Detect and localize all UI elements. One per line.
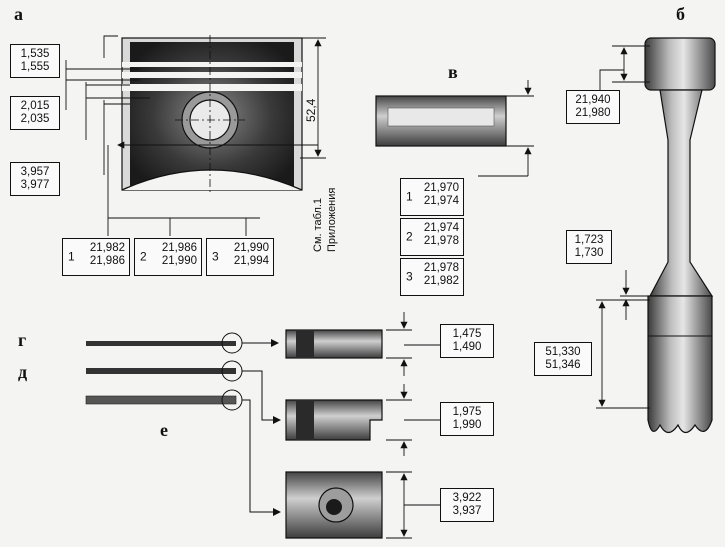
piston-height-label: 52,4 [304, 98, 318, 122]
reference-note-line1: См. табл.1 [312, 197, 324, 252]
piston-drawing [65, 35, 326, 236]
reference-note-line2: Приложения [326, 187, 338, 252]
pin-bore-class-1-min: 21,982 [89, 242, 125, 254]
big-end-bore-min: 51,330 [545, 346, 581, 358]
big-end-bore-box: 51,330 51,346 [534, 342, 592, 376]
panel-label-b: б [676, 4, 685, 24]
pin-class-1-max: 21,974 [423, 195, 459, 207]
big-end-width-min: 1,723 [574, 234, 604, 246]
pin-bore-class-1-max: 21,986 [89, 255, 125, 267]
pin-class-2-number: 2 [406, 229, 413, 244]
ring-groove-1-box: 1,535 1,555 [10, 44, 60, 78]
pin-bore-class-1-number: 1 [68, 249, 75, 264]
big-end-width-box: 1,723 1,730 [566, 230, 612, 264]
ring-e-max: 3,937 [452, 505, 482, 517]
ring-g-box: 1,475 1,490 [440, 324, 494, 358]
ring-e-box: 3,922 3,937 [440, 488, 494, 522]
ring-groove-3-box: 3,957 3,977 [10, 162, 60, 196]
ring-e-min: 3,922 [452, 492, 482, 504]
ring-g-min: 1,475 [452, 328, 482, 340]
ring-groove-1-max: 1,555 [20, 61, 50, 73]
ring-g-max: 1,490 [452, 341, 482, 353]
pin-class-3-number: 3 [406, 269, 413, 284]
small-end-bore-box: 21,940 21,980 [566, 90, 620, 124]
ring-groove-3-max: 3,977 [20, 179, 50, 191]
ring-groove-2-max: 2,035 [20, 113, 50, 125]
pin-drawing [375, 80, 534, 177]
pin-class-1-number: 1 [406, 189, 413, 204]
big-end-bore-max: 51,346 [545, 359, 581, 371]
pin-class-3-max: 21,982 [423, 275, 459, 287]
panel-label-v: в [448, 62, 458, 82]
pin-class-2-min: 21,974 [423, 222, 459, 234]
pin-class-3-min: 21,978 [423, 262, 459, 274]
small-end-bore-min: 21,940 [575, 94, 611, 106]
pin-bore-class-3-min: 21,990 [233, 242, 269, 254]
big-end-width-max: 1,730 [574, 247, 604, 259]
ring-groove-2-box: 2,015 2,035 [10, 96, 60, 130]
ring-d-min: 1,975 [452, 406, 482, 418]
small-end-bore-max: 21,980 [575, 107, 611, 119]
ring-d-box: 1,975 1,990 [440, 402, 494, 436]
ring-d-max: 1,990 [452, 419, 482, 431]
pin-bore-class-2-max: 21,990 [161, 255, 197, 267]
pin-class-2-max: 21,978 [423, 235, 459, 247]
ring-groove-1-min: 1,535 [20, 48, 50, 60]
pin-bore-class-2-number: 2 [140, 249, 147, 264]
pin-bore-class-2-min: 21,986 [161, 242, 197, 254]
panel-label-a: а [14, 4, 23, 24]
panel-label-g: г [18, 330, 27, 350]
panel-label-e: е [160, 420, 168, 440]
pin-bore-class-3-number: 3 [212, 249, 219, 264]
panel-label-d: д [18, 362, 28, 382]
pin-class-1-min: 21,970 [423, 182, 459, 194]
ring-groove-2-min: 2,015 [20, 100, 50, 112]
rod-drawing [596, 37, 716, 434]
ring-groove-3-min: 3,957 [20, 166, 50, 178]
rings-drawing [85, 312, 440, 539]
pin-bore-class-3-max: 21,994 [233, 255, 269, 267]
